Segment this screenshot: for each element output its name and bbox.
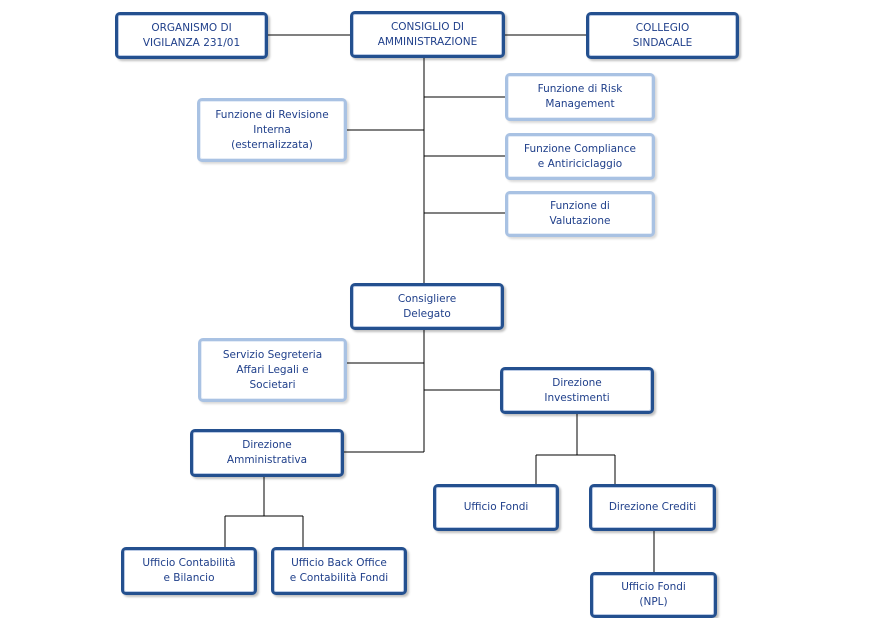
node-label-line: Delegato <box>403 307 451 320</box>
node-label-line: VIGILANZA 231/01 <box>142 36 241 49</box>
node-label-line: Direzione Crediti <box>608 501 697 513</box>
node-label-line: Ufficio Fondi <box>621 581 686 593</box>
node-label-line: Consigliere <box>397 292 457 305</box>
node-label-line: Direzione <box>242 439 292 451</box>
node-label-line: Funzione di Revisione <box>215 108 329 121</box>
node-label-line: e Contabilità Fondi <box>289 572 389 584</box>
node-direzione-crediti: Direzione Crediti <box>589 484 716 531</box>
node-label-line: Funzione di <box>550 200 610 212</box>
node-direzione-investimenti: Direzione Investimenti <box>500 367 654 414</box>
node-ufficio-fondi: Ufficio Fondi <box>433 484 559 531</box>
node-ufficio-contabilita: Ufficio Contabilità e Bilancio <box>121 547 257 595</box>
node-direzione-amministrativa: Direzione Amministrativa <box>190 429 344 477</box>
node-consiglio-amministrazione: CONSIGLIO DI AMMINISTRAZIONE <box>350 11 505 58</box>
node-label-line: Ufficio Fondi <box>463 501 529 513</box>
node-funzione-risk-management: Funzione di Risk Management <box>505 73 655 121</box>
node-label-line: SINDACALE <box>632 36 693 49</box>
node-consigliere-delegato: Consigliere Delegato <box>350 283 504 330</box>
node-label-line: CONSIGLIO DI <box>390 20 465 33</box>
node-funzione-revisione-interna: Funzione di Revisione Interna (esternali… <box>197 98 347 162</box>
node-label-line: Affari Legali e <box>236 363 309 376</box>
node-label-line: Valutazione <box>549 215 611 227</box>
node-label-line: e Bilancio <box>163 572 215 584</box>
node-label-line: Interna <box>253 123 291 136</box>
node-label-line: Funzione di Risk <box>537 83 623 95</box>
node-label-line: AMMINISTRAZIONE <box>377 35 478 48</box>
node-label-line: Ufficio Contabilità <box>142 557 236 569</box>
node-label-line: (esternalizzata) <box>231 138 313 151</box>
node-label-line: Investimenti <box>544 391 610 404</box>
node-funzione-valutazione: Funzione di Valutazione <box>505 191 655 237</box>
node-label-line: Servizio Segreteria <box>222 348 323 361</box>
node-label-line: Societari <box>249 378 296 391</box>
node-label-line: e Antiriciclaggio <box>537 157 623 170</box>
node-label-line: (NPL) <box>639 596 668 608</box>
node-label-line: Ufficio Back Office <box>291 557 387 569</box>
node-collegio-sindacale: COLLEGIO SINDACALE <box>586 12 739 59</box>
node-funzione-compliance: Funzione Compliance e Antiriciclaggio <box>505 133 655 180</box>
node-ufficio-fondi-npl: Ufficio Fondi (NPL) <box>590 572 717 618</box>
node-label-line: Direzione <box>552 376 602 389</box>
node-label-line: Amministrativa <box>226 454 308 466</box>
node-label-line: COLLEGIO <box>635 21 690 34</box>
node-label-line: Funzione Compliance <box>524 142 636 155</box>
node-ufficio-back-office: Ufficio Back Office e Contabilità Fondi <box>271 547 407 595</box>
node-label-line: Management <box>545 98 615 110</box>
node-label-line: ORGANISMO DI <box>151 21 232 34</box>
node-servizio-segreteria: Servizio Segreteria Affari Legali e Soci… <box>198 338 347 402</box>
node-organismo-vigilanza: ORGANISMO DI VIGILANZA 231/01 <box>115 12 268 59</box>
